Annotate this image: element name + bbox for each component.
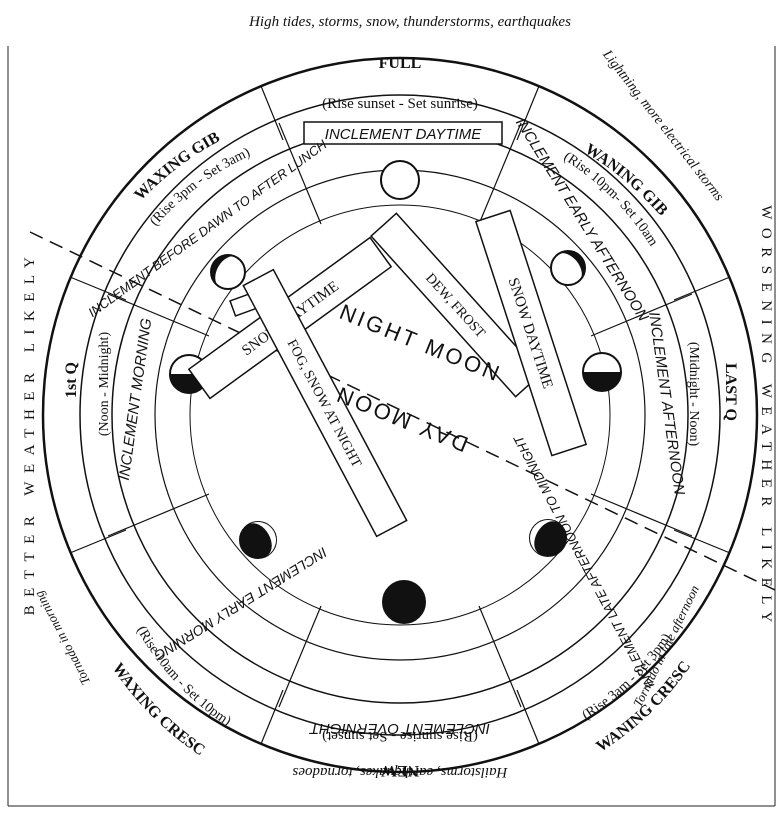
divider-ese bbox=[590, 493, 693, 537]
odiv-5 bbox=[69, 529, 127, 554]
moon-waning-cresc-lit bbox=[530, 520, 557, 554]
times-first-q: (Noon - Midnight) bbox=[97, 332, 112, 437]
moon-last-q bbox=[582, 352, 622, 392]
moon-new bbox=[382, 580, 426, 624]
divider-wnw bbox=[107, 293, 210, 337]
moon-waning-cresc bbox=[529, 519, 567, 557]
weather-waxing-gib: INCLEMENT BEFORE DAWN TO AFTER LUNCH bbox=[85, 136, 330, 319]
odiv-4 bbox=[673, 276, 731, 301]
moon-new-disc bbox=[382, 580, 426, 624]
moon-waning-gib-shadow bbox=[557, 251, 585, 282]
inclement-daytime-box bbox=[303, 121, 503, 145]
side-label-right: WORSENING WEATHER LIKELY bbox=[758, 205, 774, 631]
divider-ene bbox=[590, 293, 693, 337]
phase-new: NEW bbox=[381, 762, 419, 779]
bar-snow-right-rect bbox=[474, 209, 588, 457]
odiv-8 bbox=[516, 689, 540, 745]
times-last-q: (Midnight - Noon) bbox=[686, 342, 701, 447]
weather-last-q: INCLEMENT AFTERNOON bbox=[645, 311, 688, 496]
dashed-divider bbox=[29, 231, 776, 591]
divider-nne bbox=[478, 122, 522, 225]
ring-2 bbox=[79, 94, 721, 736]
divider-wsw bbox=[107, 493, 210, 537]
side-label-left: BETTER WEATHER LIKELY bbox=[22, 249, 38, 616]
weather-waning-cresc: INCLEMENT LATE AFTERNOON TO MIDNIGHT bbox=[510, 432, 657, 691]
odiv-6 bbox=[673, 529, 731, 554]
moon-last-q-shadow bbox=[583, 372, 621, 391]
sector-dividers bbox=[107, 122, 693, 708]
inner-ring bbox=[189, 204, 611, 626]
odiv-1 bbox=[260, 85, 284, 141]
divider-sse bbox=[478, 605, 522, 708]
phase-first-q: 1st Q bbox=[63, 362, 80, 398]
note-left-lower: Tornado in morning bbox=[31, 588, 93, 688]
moon-full bbox=[380, 160, 420, 200]
phase-waxing-cresc: WAXING CRESC bbox=[109, 660, 208, 759]
times-full: (Rise sunset - Set sunrise) bbox=[322, 96, 478, 112]
phase-full: FULL bbox=[379, 55, 422, 72]
note-bottom: Hailstorms, earthquakes, tornadoes bbox=[292, 764, 508, 780]
odiv-7 bbox=[260, 689, 284, 745]
moon-waxing-gib-shadow bbox=[211, 255, 237, 287]
divider-nnw bbox=[278, 122, 322, 225]
outer-dividers bbox=[69, 85, 731, 745]
moon-waning-gib bbox=[550, 250, 586, 286]
bar-fog-rect bbox=[242, 268, 408, 538]
times-new: (Rise sunrise - Set sunset) bbox=[322, 728, 478, 744]
outer-ring bbox=[41, 56, 759, 774]
weather-new: INCLEMENT OVERNIGHT bbox=[308, 720, 490, 737]
moon-waxing-cresc-lit bbox=[249, 522, 276, 556]
note-top: High tides, storms, snow, thunderstorms,… bbox=[248, 14, 571, 30]
phase-last-q: LAST Q bbox=[722, 363, 739, 421]
weather-waxing-cresc: INCLEMENT EARLY MORNING bbox=[151, 544, 330, 664]
times-waxing-gib-text: (Rise 3pm - Set 3am) bbox=[147, 145, 253, 229]
moon-full-disc bbox=[380, 160, 420, 200]
weather-full: INCLEMENT DAYTIME bbox=[325, 126, 482, 143]
times-waxing-gib: (Rise 3pm - Set 3am) bbox=[147, 145, 253, 229]
odiv-2 bbox=[516, 85, 540, 141]
moon-waxing-gib bbox=[210, 254, 246, 290]
moon-waxing-cresc bbox=[239, 521, 277, 559]
phase-waxing-cresc-text: WAXING CRESC bbox=[109, 660, 208, 759]
divider-ssw bbox=[278, 605, 322, 708]
odiv-3 bbox=[69, 276, 127, 301]
